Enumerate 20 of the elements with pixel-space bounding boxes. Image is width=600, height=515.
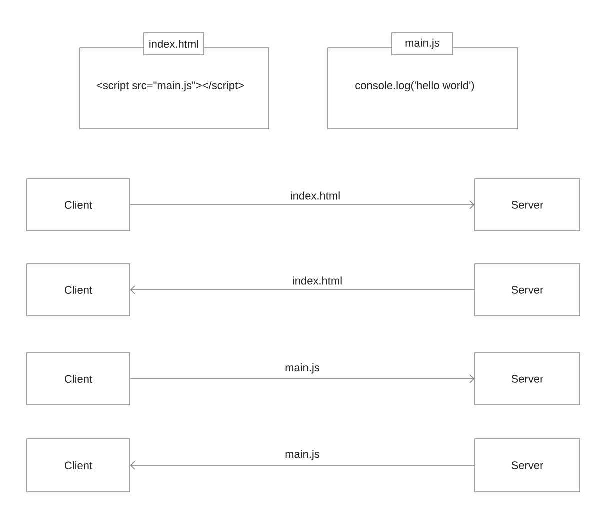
arrow [130,286,475,294]
box: Server [474,178,580,232]
code-text: console.log('hello world') [356,81,474,92]
arrow [130,374,475,384]
box: Server [474,352,580,406]
edge-label: index.html [289,190,342,201]
code-text: <script src="main.js"></script> [97,81,244,92]
edge-label: main.js [284,449,321,462]
edge-label: main.js [284,362,321,375]
box: Client [26,178,130,232]
box: Server [474,438,580,492]
edge-label: index.html [291,276,344,286]
box: Client [26,352,130,406]
tab-label: main.js [392,32,454,56]
arrow [130,461,475,470]
arrow [130,200,475,210]
box: Server [474,264,580,316]
box: Client [26,264,130,316]
tab-label: index.html [144,32,204,56]
box: Client [26,438,130,492]
